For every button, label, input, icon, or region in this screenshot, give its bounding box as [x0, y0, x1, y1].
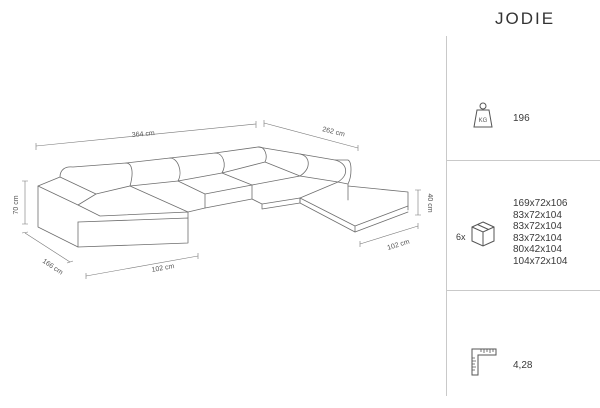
package-count: 6x: [456, 232, 466, 242]
section-divider-2: [446, 290, 600, 291]
package-dimension: 83x72x104: [513, 221, 562, 233]
dim-width-total: 364 cm: [132, 130, 156, 139]
dim-chaise-right: 102 cm: [387, 238, 411, 251]
dim-depth-left: 166 cm: [41, 258, 64, 277]
dim-depth-right: 262 cm: [322, 126, 346, 138]
package-box-icon: [471, 221, 495, 247]
vertical-divider: [446, 36, 447, 396]
volume-value: 4,28: [513, 360, 533, 371]
dim-height: 70 cm: [13, 195, 20, 214]
dim-chaise-left: 102 cm: [151, 263, 175, 274]
package-dimension: 169x72x106: [513, 198, 568, 209]
package-dimension: 104x72x104: [513, 255, 568, 267]
weight-icon-label: KG: [479, 118, 488, 124]
package-dimension: 80x42x104: [513, 244, 562, 256]
weight-kg-icon: KG: [473, 102, 493, 128]
measure-ruler-icon: [471, 348, 497, 376]
package-dimensions-list: 169x72x106 83x72x104 83x72x104 83x72x104…: [513, 198, 568, 268]
section-divider-1: [446, 160, 600, 161]
weight-value: 196: [513, 113, 530, 124]
sofa-technical-drawing: 364 cm 262 cm 70 cm 40 cm 166 cm 102 cm …: [13, 120, 433, 279]
dim-seat-height: 40 cm: [426, 193, 433, 212]
product-title: JODIE: [494, 9, 556, 28]
package-dimension: 83x72x104: [513, 209, 562, 221]
package-dimension: 83x72x104: [513, 232, 562, 244]
